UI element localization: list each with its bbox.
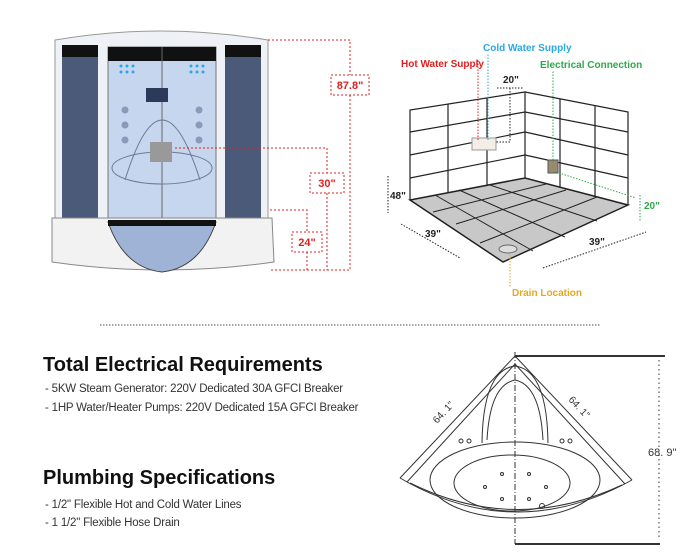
electrical-item: - 1HP Water/Heater Pumps: 220V Dedicated… (45, 402, 359, 414)
tub-height-label: 24" (298, 237, 315, 249)
hot-water-supply-label: Hot Water Supply (401, 59, 484, 70)
electrical-item: - 5KW Steam Generator: 220V Dedicated 30… (45, 383, 343, 395)
electrical-connection-label: Electrical Connection (540, 60, 642, 71)
shower-dimension-lines (175, 39, 370, 271)
tub-depth-label: 68. 9" (648, 447, 676, 459)
electrical-height-label: 20" (644, 201, 660, 212)
tub-top-view (399, 352, 665, 545)
seat-height-label: 30" (318, 178, 335, 190)
total-height-label: 87.8" (337, 80, 364, 92)
plumbing-item: - 1 1/2" Flexible Hose Drain (45, 517, 180, 529)
drain-location-label: Drain Location (512, 288, 582, 299)
supply-offset-label: 20" (503, 75, 519, 86)
supply-height-label: 48" (390, 191, 406, 202)
cold-water-supply-label: Cold Water Supply (483, 43, 572, 54)
plumbing-specifications-heading: Plumbing Specifications (43, 467, 276, 489)
shower-unit-illustration (51, 30, 275, 273)
right-wall-length-label: 39" (589, 237, 605, 248)
tub-right-side-label: 64. 1" (566, 395, 592, 422)
rough-in-diagram (387, 54, 647, 288)
electrical-requirements-heading: Total Electrical Requirements (43, 354, 323, 376)
plumbing-item: - 1/2" Flexible Hot and Cold Water Lines (45, 499, 242, 511)
left-wall-length-label: 39" (425, 229, 441, 240)
